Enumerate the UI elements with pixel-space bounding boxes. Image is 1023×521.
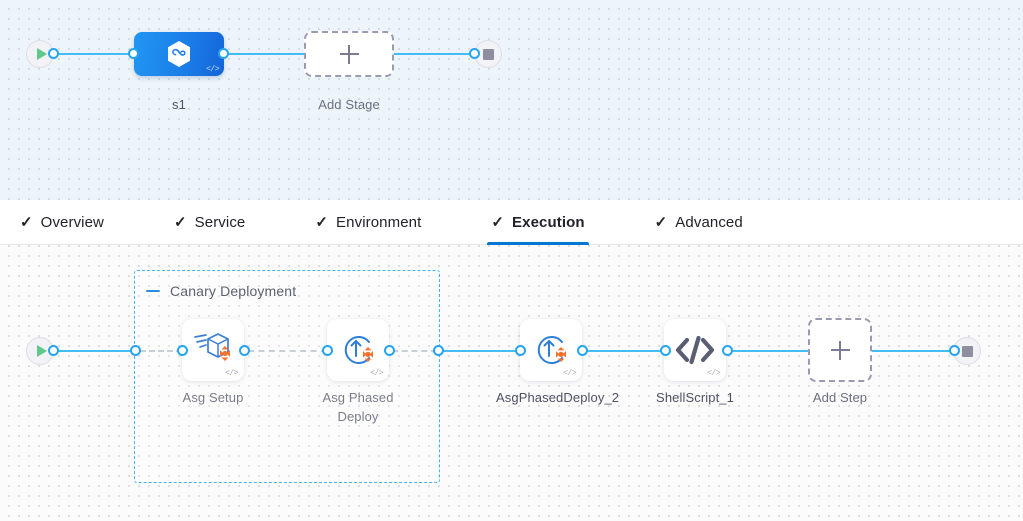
pipeline-stage-canvas[interactable]: </> s1 Add Stage xyxy=(0,0,1023,200)
step-asg-phased-deploy-out-port[interactable] xyxy=(384,345,395,356)
add-step-button[interactable] xyxy=(808,318,872,382)
step-group-title: Canary Deployment xyxy=(170,283,297,299)
connector-start-to-group xyxy=(48,350,135,352)
connector-start-to-stage xyxy=(48,53,146,55)
stage-end-port[interactable] xyxy=(469,48,480,59)
tab-label: Environment xyxy=(336,213,422,231)
step-label-asgphaseddeploy-2: AsgPhasedDeploy_2 xyxy=(496,390,620,405)
step-asgphaseddeploy-2-out-port[interactable] xyxy=(577,345,588,356)
asg-phased-deploy-icon xyxy=(537,336,566,364)
check-icon: ✓ xyxy=(315,213,329,231)
step-code-badge: </> xyxy=(563,369,576,378)
infinity-hexagon-icon xyxy=(168,41,190,67)
connector-group-to-step3 xyxy=(441,350,520,352)
step-code-badge: </> xyxy=(225,369,238,378)
stage-config-tabs: ✓ Overview ✓ Service ✓ Environment ✓ Exe… xyxy=(0,200,1023,245)
asg-phased-deploy-icon xyxy=(344,336,373,364)
execution-steps-canvas[interactable]: Canary Deployment xyxy=(0,245,1023,521)
check-icon: ✓ xyxy=(173,213,187,231)
tab-environment[interactable]: ✓ Environment xyxy=(315,200,439,244)
stage-node-label: s1 xyxy=(172,97,186,112)
plus-icon xyxy=(339,44,359,64)
step-node-asgphaseddeploy-2[interactable]: </> xyxy=(520,319,582,381)
stage-node-out-port[interactable] xyxy=(218,48,229,59)
add-stage-label: Add Stage xyxy=(318,97,380,112)
stage-start-port[interactable] xyxy=(48,48,59,59)
tab-label: Execution xyxy=(512,213,585,231)
step-asg-setup-in-port[interactable] xyxy=(177,345,188,356)
connector-step3-to-step4 xyxy=(586,350,665,352)
step-label-shellscript-1: ShellScript_1 xyxy=(656,390,734,405)
step-asg-setup-out-port[interactable] xyxy=(239,345,250,356)
execution-start-port[interactable] xyxy=(48,345,59,356)
minus-icon[interactable] xyxy=(146,290,160,292)
tab-execution[interactable]: ✓ Execution xyxy=(487,200,602,245)
step-node-shellscript-1[interactable]: </> xyxy=(664,319,726,381)
connector-stage-to-add xyxy=(215,53,315,55)
execution-end-port[interactable] xyxy=(949,345,960,356)
group-exit-port[interactable] xyxy=(433,345,444,356)
shell-script-icon xyxy=(675,335,715,365)
step-group-canary-deployment[interactable] xyxy=(134,270,440,483)
connector-add-to-end xyxy=(871,350,956,352)
tab-label: Advanced xyxy=(675,213,743,231)
tab-service[interactable]: ✓ Service xyxy=(174,200,263,244)
stop-icon xyxy=(961,345,973,357)
check-icon: ✓ xyxy=(20,213,33,231)
stop-icon xyxy=(482,48,494,60)
step-node-asg-phased-deploy[interactable]: </> xyxy=(327,319,389,381)
step-asgphaseddeploy-2-in-port[interactable] xyxy=(515,345,526,356)
stage-code-badge: </> xyxy=(206,65,219,74)
stage-node-s1[interactable]: </> xyxy=(134,32,224,76)
play-icon xyxy=(36,345,47,357)
tab-label: Service xyxy=(194,213,246,231)
tab-label: Overview xyxy=(40,213,104,231)
check-icon: ✓ xyxy=(654,213,668,231)
step-label-asg-setup: Asg Setup xyxy=(182,390,244,405)
connector-group-entry-to-step1 xyxy=(140,350,182,352)
group-entry-port[interactable] xyxy=(130,345,141,356)
step-code-badge: </> xyxy=(707,369,720,378)
step-shellscript-1-in-port[interactable] xyxy=(660,345,671,356)
check-icon: ✓ xyxy=(491,213,505,231)
connector-step2-to-group-exit xyxy=(392,350,437,352)
step-asg-phased-deploy-in-port[interactable] xyxy=(322,345,333,356)
step-node-asg-setup[interactable]: </> xyxy=(182,319,244,381)
step-code-badge: </> xyxy=(370,369,383,378)
connector-add-to-end xyxy=(386,53,486,55)
step-shellscript-1-out-port[interactable] xyxy=(722,345,733,356)
add-stage-button[interactable] xyxy=(304,31,394,77)
stage-node-in-port[interactable] xyxy=(128,48,139,59)
add-step-label: Add Step xyxy=(812,390,868,405)
play-icon xyxy=(36,48,47,60)
step-label-asg-phased-deploy: Asg Phased Deploy xyxy=(322,390,394,424)
plus-icon xyxy=(830,340,850,360)
step-group-header: Canary Deployment xyxy=(146,283,296,299)
asg-setup-icon xyxy=(194,333,230,361)
tab-overview[interactable]: ✓ Overview xyxy=(20,200,122,244)
connector-step4-to-add xyxy=(731,350,810,352)
connector-step1-to-step2 xyxy=(248,350,327,352)
tab-advanced[interactable]: ✓ Advanced xyxy=(655,200,761,244)
four-way-arrow xyxy=(220,346,230,361)
